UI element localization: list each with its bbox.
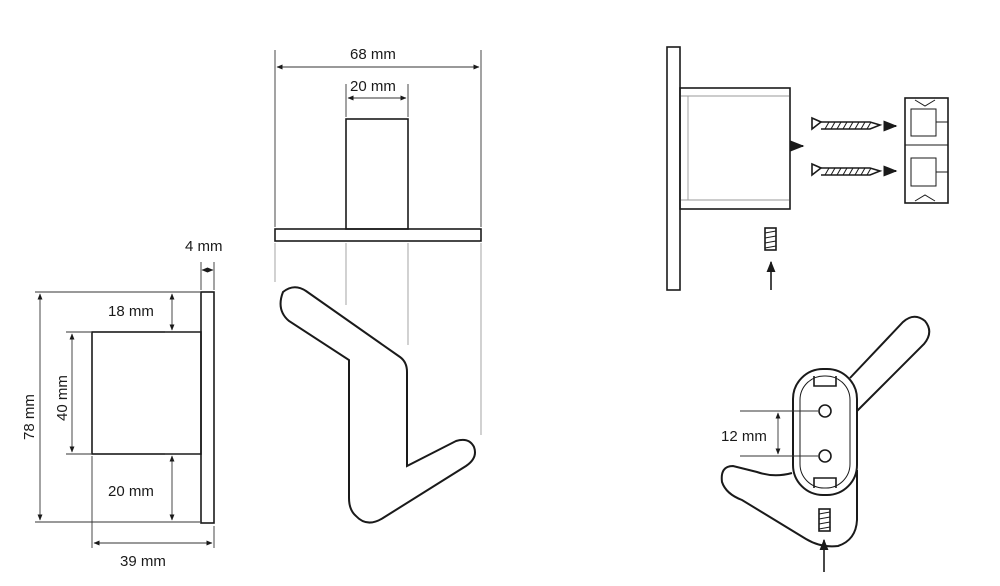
mount-block <box>679 87 791 210</box>
mounting-diagram <box>666 46 949 291</box>
label-total-height: 78 mm <box>21 394 38 440</box>
label-post-width: 20 mm <box>350 78 396 95</box>
side-view: 4 mm 78 mm 40 mm 18 mm 20 mm 39 mm <box>21 238 223 570</box>
hook-front-shape <box>279 286 476 524</box>
rear-view: 12 mm <box>720 315 931 572</box>
top-plate <box>274 228 482 242</box>
grub-screw-icon <box>818 508 831 532</box>
screw-hole <box>818 449 832 463</box>
top-post <box>345 118 409 230</box>
front-view: 68 mm 20 mm <box>274 46 482 524</box>
side-block <box>91 331 202 455</box>
wall-plug-icon <box>904 97 949 204</box>
mount-wall-plate <box>666 46 681 291</box>
label-hole-spacing: 12 mm <box>721 428 767 445</box>
screw-icon <box>811 162 883 177</box>
label-depth: 39 mm <box>120 553 166 570</box>
hook-rear-shape <box>720 315 931 548</box>
grub-screw-icon <box>764 227 777 251</box>
screw-icon <box>811 116 883 131</box>
label-bottom-offset: 20 mm <box>108 483 154 500</box>
side-wall-plate <box>200 291 215 524</box>
label-block-height: 40 mm <box>54 375 71 421</box>
rear-mount-plate <box>792 368 858 496</box>
screw-hole <box>818 404 832 418</box>
label-top-width: 68 mm <box>350 46 396 63</box>
label-plate-thickness: 4 mm <box>185 238 223 255</box>
label-top-offset: 18 mm <box>108 303 154 320</box>
